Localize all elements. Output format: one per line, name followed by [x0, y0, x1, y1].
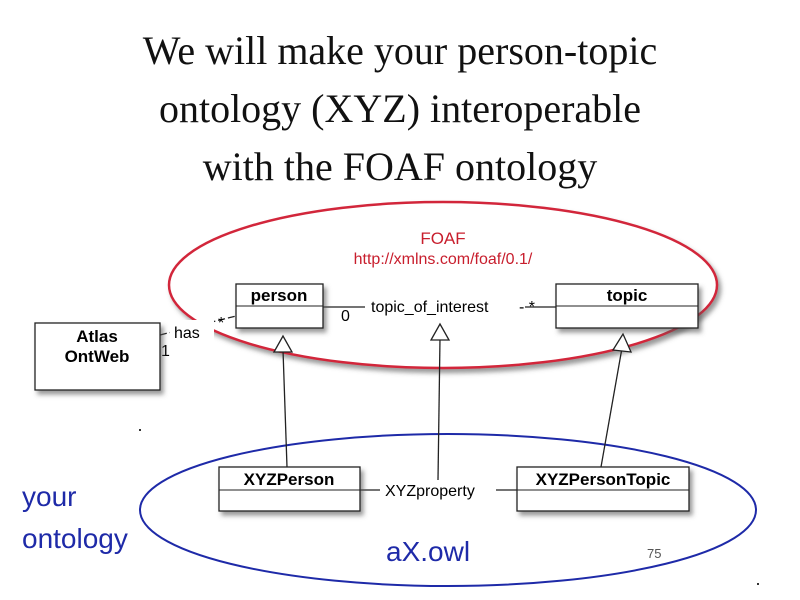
slide-title: We will make your person-topic ontology …	[0, 22, 800, 196]
foaf-name: FOAF	[420, 229, 465, 248]
foaf-url: http://xmlns.com/foaf/0.1/	[354, 251, 533, 268]
your-ontology-line-2: ontology	[22, 523, 128, 554]
class-person: person	[235, 283, 324, 329]
class-xyz-person: XYZPerson	[218, 466, 361, 512]
class-xyz-person-topic: XYZPersonTopic	[516, 466, 690, 512]
class-xyz-person-topic-label: XYZPersonTopic	[536, 470, 671, 489]
your-ontology-label: your ontology	[22, 476, 128, 560]
title-line-3: with the FOAF ontology	[202, 144, 598, 189]
class-xyz-person-label: XYZPerson	[244, 470, 335, 489]
stray-dot	[757, 583, 759, 585]
class-topic: topic	[555, 283, 699, 329]
class-topic-label: topic	[607, 286, 648, 305]
class-atlas-label-1: Atlas	[76, 327, 118, 346]
class-atlas-label-2: OntWeb	[65, 347, 130, 366]
inheritance-lines	[272, 322, 633, 481]
xyz-property-association: XYZproperty	[360, 483, 517, 500]
has-label-bg	[170, 320, 214, 342]
xyz-property-label: XYZproperty	[385, 483, 475, 500]
class-person-label: person	[251, 286, 308, 305]
title-line-2: ontology (XYZ) interoperable	[158, 86, 642, 131]
multiplicity-has-atlas-end: 1	[161, 343, 170, 360]
your-ontology-line-1: your	[22, 481, 77, 512]
topic-of-interest-label: topic_of_interest	[371, 299, 489, 316]
has-association: * 1 has	[159, 315, 237, 360]
file-name-label: aX.owl	[386, 536, 471, 567]
multiplicity-topic-end: - *	[519, 299, 535, 316]
has-label: has	[174, 325, 200, 342]
topic-of-interest-association: topic_of_interest 0 - *	[323, 299, 556, 325]
ontology-ellipse	[139, 433, 757, 587]
stray-dot	[139, 429, 141, 431]
title-line-1: We will make your person-topic	[142, 28, 658, 73]
class-atlas-ontweb: Atlas OntWeb	[34, 322, 161, 391]
multiplicity-has-person-end: *	[218, 315, 224, 332]
multiplicity-person-end: 0	[341, 308, 350, 325]
page-number: 75	[647, 546, 662, 561]
